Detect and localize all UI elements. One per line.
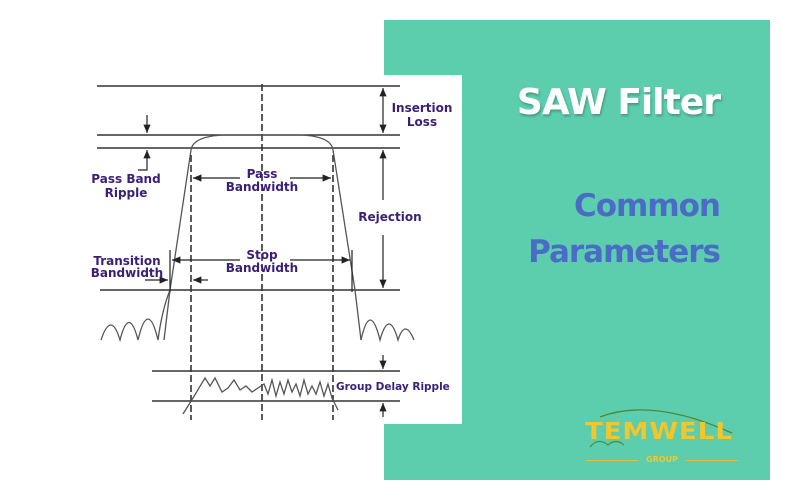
rejection-label: Rejection xyxy=(358,210,421,224)
stop-bandwidth-label: Stop xyxy=(246,248,278,262)
logo-divider-right xyxy=(686,460,738,461)
temwell-logo: TEMWELL GROUP xyxy=(582,405,742,475)
insertion-loss-label-2: Loss xyxy=(407,115,437,129)
logo-swoosh-icon xyxy=(589,409,733,448)
pass-band-ripple-label-2: Ripple xyxy=(105,186,148,200)
slide-title: SAW Filter xyxy=(516,82,721,123)
insertion-loss-label: Insertion xyxy=(392,101,453,115)
diagram-panel xyxy=(60,75,462,424)
group-delay-ripple-label: Group Delay Ripple xyxy=(336,381,450,393)
transition-bandwidth-label: Transition xyxy=(93,254,160,268)
transition-bandwidth-label-2: Bandwidth xyxy=(91,266,163,280)
logo-divider-left xyxy=(586,460,638,461)
subtitle-line-1: Common xyxy=(573,188,721,224)
logo-wordmark: TEMWELL xyxy=(585,418,733,446)
pass-bandwidth-label-2: Bandwidth xyxy=(226,180,298,194)
subtitle-line-2: Parameters xyxy=(528,234,721,270)
logo-tagline: GROUP xyxy=(646,455,678,464)
pass-band-ripple-label: Pass Band xyxy=(91,172,160,186)
stop-bandwidth-label-2: Bandwidth xyxy=(226,261,298,275)
pass-bandwidth-label: Pass xyxy=(247,167,278,181)
